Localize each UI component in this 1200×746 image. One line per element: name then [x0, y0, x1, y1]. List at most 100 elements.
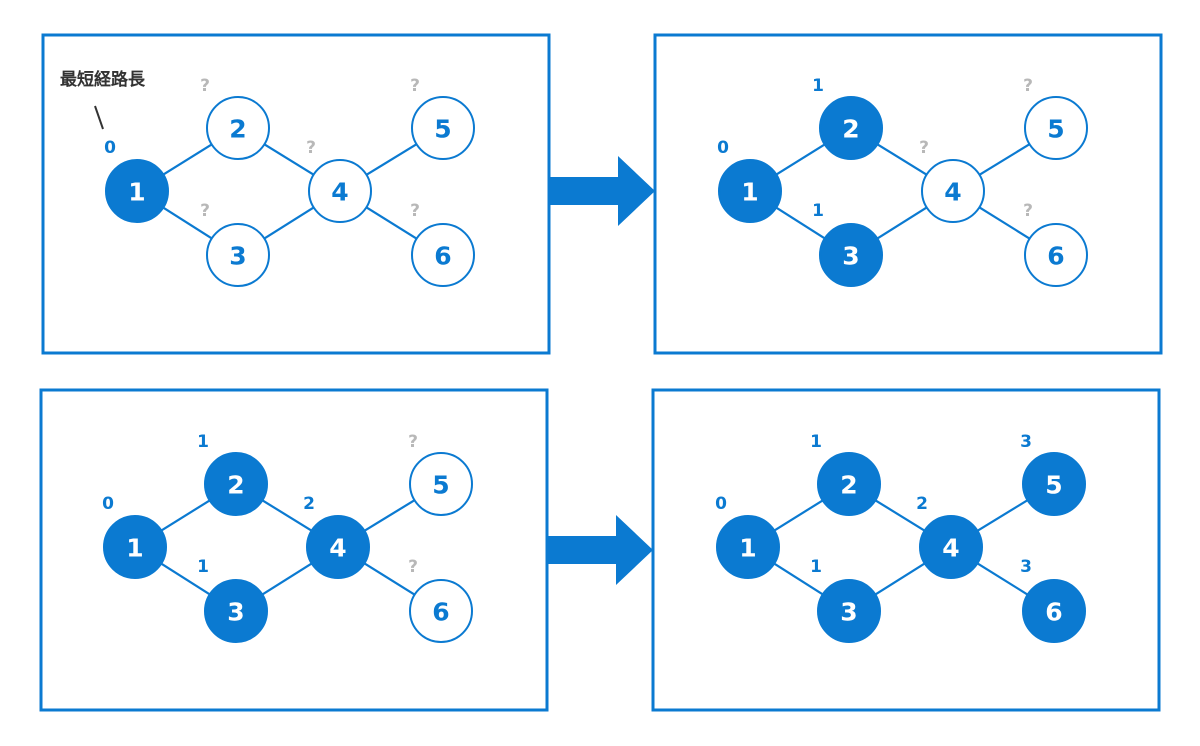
node-label-1: 1	[126, 534, 143, 563]
distance-label-5: 3	[1020, 432, 1032, 452]
distance-label-6: ?	[1023, 201, 1033, 221]
node-label-1: 1	[739, 534, 756, 563]
distance-label-2: 1	[812, 76, 824, 96]
node-1-visited	[716, 515, 780, 579]
distance-label-3: 1	[810, 557, 822, 577]
node-4-visited	[919, 515, 983, 579]
node-label-3: 3	[842, 242, 859, 271]
distance-label-5: ?	[1023, 76, 1033, 96]
node-label-5: 5	[1045, 471, 1062, 500]
distance-label-3: 1	[197, 557, 209, 577]
distance-label-4: ?	[306, 138, 316, 158]
node-2-visited	[819, 96, 883, 160]
node-label-3: 3	[840, 598, 857, 627]
distance-label-3: ?	[200, 201, 210, 221]
arrow-right-top	[549, 156, 655, 226]
distance-label-4: 2	[303, 494, 315, 514]
distance-label-6: ?	[410, 201, 420, 221]
distance-label-3: 1	[812, 201, 824, 221]
edge-4-5	[365, 143, 418, 176]
node-label-2: 2	[840, 471, 857, 500]
caption-shortest-path-length: 最短経路長	[60, 69, 146, 90]
node-1-visited	[105, 159, 169, 223]
node-label-3: 3	[227, 598, 244, 627]
node-label-4: 4	[944, 178, 961, 207]
node-5-unvisited	[409, 452, 473, 516]
node-label-4: 4	[329, 534, 346, 563]
node-label-1: 1	[128, 178, 145, 207]
edge-1-2	[773, 499, 824, 532]
distance-label-2: ?	[200, 76, 210, 96]
node-label-5: 5	[1047, 115, 1064, 144]
edge-3-4	[876, 206, 928, 240]
node-4-unvisited	[308, 159, 372, 223]
edge-3-4	[261, 562, 313, 596]
edge-1-2	[160, 499, 211, 532]
node-label-6: 6	[1045, 598, 1062, 627]
node-2-visited	[204, 452, 268, 516]
distance-label-1: 0	[104, 138, 116, 158]
distance-label-4: 2	[916, 494, 928, 514]
node-4-unvisited	[921, 159, 985, 223]
node-label-2: 2	[842, 115, 859, 144]
node-2-unvisited	[206, 96, 270, 160]
edge-1-2	[162, 143, 213, 176]
edge-1-3	[773, 562, 824, 596]
node-5-visited	[1022, 452, 1086, 516]
edge-2-4	[874, 499, 926, 532]
distance-label-2: 1	[197, 432, 209, 452]
node-3-visited	[817, 579, 881, 643]
edge-1-3	[162, 206, 213, 240]
node-6-unvisited	[1024, 223, 1088, 287]
node-1-visited	[103, 515, 167, 579]
node-label-4: 4	[942, 534, 959, 563]
node-label-5: 5	[432, 471, 449, 500]
edge-2-4	[876, 143, 928, 176]
graph-panels: 102?3?4?5?6?1021314?5?6?102131425?6?1021…	[102, 76, 1088, 643]
distance-label-1: 0	[715, 494, 727, 514]
node-label-4: 4	[331, 178, 348, 207]
node-label-2: 2	[229, 115, 246, 144]
node-1-visited	[718, 159, 782, 223]
edge-3-4	[874, 562, 926, 596]
node-label-2: 2	[227, 471, 244, 500]
caption-pointer	[94, 105, 104, 130]
node-label-1: 1	[741, 178, 758, 207]
node-4-visited	[306, 515, 370, 579]
node-label-3: 3	[229, 242, 246, 271]
edge-4-6	[978, 206, 1031, 240]
node-3-unvisited	[206, 223, 270, 287]
graph-panel-1: 10 2? 3? 4? 5? 6?	[104, 76, 475, 287]
distance-label-4: ?	[919, 138, 929, 158]
node-3-visited	[204, 579, 268, 643]
edge-4-5	[976, 499, 1029, 532]
edge-4-6	[365, 206, 418, 240]
distance-label-5: ?	[410, 76, 420, 96]
distance-label-5: ?	[408, 432, 418, 452]
edge-3-4	[263, 206, 315, 240]
distance-label-1: 0	[102, 494, 114, 514]
edge-4-5	[363, 499, 416, 532]
node-label-6: 6	[1047, 242, 1064, 271]
node-2-visited	[817, 452, 881, 516]
edge-1-3	[775, 206, 826, 240]
edge-2-4	[261, 499, 313, 532]
edge-4-6	[976, 562, 1029, 596]
distance-label-2: 1	[810, 432, 822, 452]
edge-2-4	[263, 143, 315, 176]
node-6-visited	[1022, 579, 1086, 643]
edge-4-5	[978, 143, 1031, 176]
node-label-5: 5	[434, 115, 451, 144]
node-label-6: 6	[432, 598, 449, 627]
arrow-right-bottom	[547, 515, 653, 585]
node-5-unvisited	[1024, 96, 1088, 160]
node-6-unvisited	[411, 223, 475, 287]
edge-1-2	[775, 143, 826, 176]
node-label-6: 6	[434, 242, 451, 271]
node-5-unvisited	[411, 96, 475, 160]
distance-label-1: 0	[717, 138, 729, 158]
node-3-visited	[819, 223, 883, 287]
